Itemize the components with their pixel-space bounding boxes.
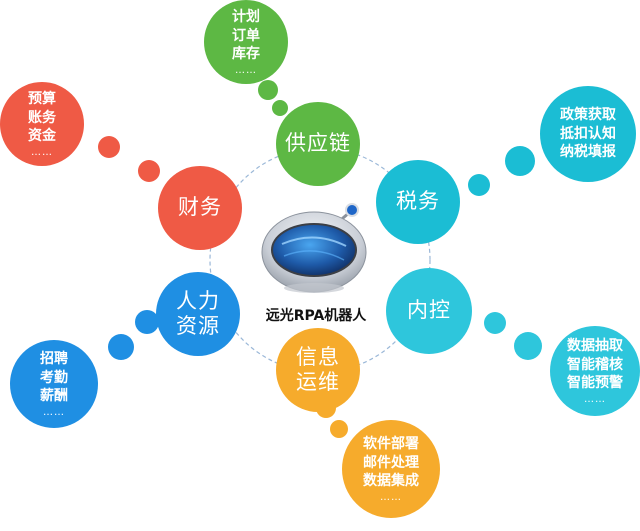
hub-finance[interactable]: 财务	[158, 166, 242, 250]
hub-label: 人力 资源	[176, 288, 220, 338]
hub-it-ops[interactable]: 信息 运维	[276, 328, 360, 412]
leaf-line: 薪酬	[40, 388, 68, 405]
leaf-line: 库存	[232, 46, 260, 63]
hub-label: 内控	[407, 298, 451, 323]
leaf-line: 账务	[28, 109, 56, 126]
leaf-line: 抵扣认知	[560, 125, 616, 142]
hub-internal-control[interactable]: 内控	[386, 268, 472, 354]
hub-label: 信息 运维	[296, 344, 340, 394]
connector-dot	[108, 334, 134, 360]
robot-icon	[261, 203, 367, 293]
connector-dot	[514, 332, 542, 360]
leaf-more: ……	[31, 146, 53, 158]
connector-dot	[272, 100, 288, 116]
center-label: 远光RPA机器人	[265, 308, 367, 324]
leaf-internal-control: 数据抽取 智能稽核 智能预警 ……	[550, 326, 640, 416]
leaf-line: 数据集成	[363, 473, 419, 490]
leaf-line: 数据抽取	[567, 338, 623, 355]
leaf-line: 纳税填报	[560, 144, 616, 161]
hub-label: 供应链	[285, 131, 351, 156]
leaf-line: 智能稽核	[567, 356, 623, 373]
hub-tax[interactable]: 税务	[376, 160, 460, 244]
connector-dot	[138, 160, 160, 182]
connector-dot	[330, 420, 348, 438]
leaf-more: ……	[43, 406, 65, 418]
leaf-line: 预算	[28, 91, 56, 108]
leaf-more: ……	[380, 491, 402, 503]
leaf-it-ops: 软件部署 邮件处理 数据集成 ……	[342, 420, 440, 518]
leaf-line: 政策获取	[560, 107, 616, 124]
hub-label: 税务	[396, 189, 440, 214]
leaf-more: ……	[584, 393, 606, 405]
leaf-hr: 招聘 考勤 薪酬 ……	[10, 340, 98, 428]
leaf-line: 招聘	[40, 351, 68, 368]
leaf-line: 邮件处理	[363, 454, 419, 471]
connector-dot	[484, 312, 506, 334]
leaf-line: 计划	[232, 9, 260, 26]
connector-dot	[505, 146, 535, 176]
leaf-supply-chain: 计划 订单 库存 ……	[204, 0, 288, 84]
connector-dot	[258, 80, 278, 100]
hub-label: 财务	[178, 195, 222, 220]
leaf-line: 订单	[232, 27, 260, 44]
connector-dot	[98, 136, 120, 158]
hub-hr[interactable]: 人力 资源	[156, 272, 240, 356]
connector-dot	[468, 174, 490, 196]
hub-supply-chain[interactable]: 供应链	[276, 102, 360, 186]
connector-dot	[135, 310, 159, 334]
leaf-tax: 政策获取 抵扣认知 纳税填报	[540, 86, 636, 182]
leaf-more: ……	[235, 64, 257, 76]
leaf-line: 资金	[28, 128, 56, 145]
leaf-line: 考勤	[40, 369, 68, 386]
leaf-finance: 预算 账务 资金 ……	[0, 82, 84, 166]
leaf-line: 软件部署	[363, 436, 419, 453]
leaf-line: 智能预警	[567, 375, 623, 392]
center-ring	[209, 147, 431, 373]
